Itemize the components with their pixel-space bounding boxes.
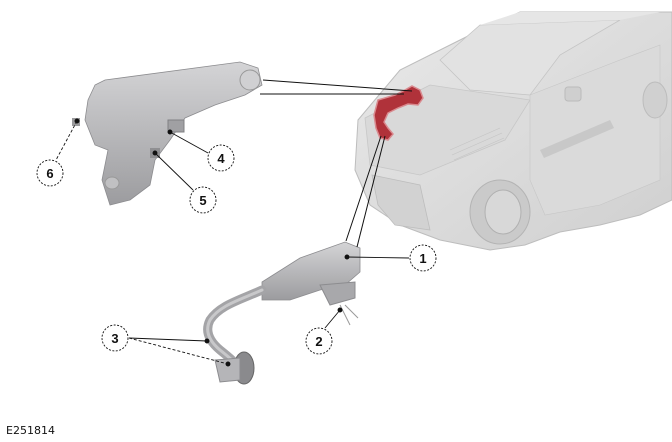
figure-reference-code: E251814	[6, 424, 55, 437]
callouts	[55, 118, 410, 367]
callout-4: 4	[207, 144, 235, 172]
callout-1: 1	[409, 244, 437, 272]
svg-text:6: 6	[46, 166, 53, 181]
leader-lines	[260, 79, 413, 248]
svg-text:4: 4	[217, 151, 225, 166]
reservoir-housing-part	[72, 61, 263, 206]
callout-5: 5	[189, 186, 217, 214]
callout-2: 2	[305, 327, 333, 355]
vehicle-illustration	[354, 11, 672, 251]
highlighted-washer-reservoir	[373, 85, 424, 141]
svg-text:2: 2	[315, 334, 322, 349]
reservoir-filler-assembly	[203, 241, 361, 385]
svg-text:5: 5	[199, 193, 206, 208]
callout-3: 3	[101, 324, 129, 352]
callout-6: 6	[36, 159, 64, 187]
svg-text:3: 3	[111, 331, 118, 346]
svg-text:1: 1	[419, 251, 426, 266]
